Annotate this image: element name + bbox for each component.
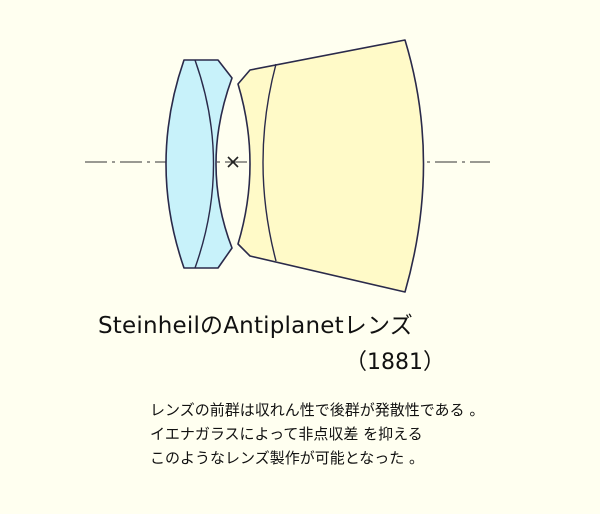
description-notes: レンズの前群は収れん性で後群が発散性である 。 イエナガラスによって非点収差 を…	[150, 398, 484, 470]
front-cemented-surface	[194, 59, 215, 269]
rear-cemented-surface	[262, 63, 277, 262]
rear-lens-group	[237, 39, 425, 293]
aperture-stop-mark	[227, 156, 239, 168]
note-line: このようなレンズ製作が可能となった 。	[150, 449, 425, 467]
lens-year: （1881）	[345, 350, 445, 375]
note-line: イエナガラスによって非点収差 を抑える	[150, 425, 423, 443]
front-lens-group	[165, 59, 233, 269]
note-line: レンズの前群は収れん性で後群が発散性である 。	[150, 401, 485, 419]
lens-title: SteinheilのAntiplanetレンズ	[98, 313, 413, 339]
